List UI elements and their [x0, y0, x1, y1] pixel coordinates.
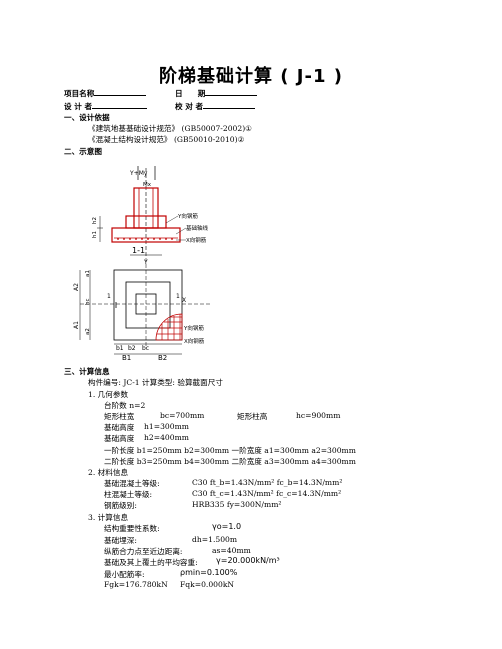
h1-value: h1=300mm — [144, 422, 189, 431]
h2-desc: 基础高度 — [104, 434, 135, 443]
fgk-value: Fgk=176.780kN — [104, 580, 168, 589]
date-blank — [205, 87, 258, 96]
unit-weight-value: γ=20.000kN/m³ — [216, 556, 280, 565]
min-ratio-label: 最小配筋率: — [104, 570, 145, 579]
plan-view: Y X Y向钢筋 X向钢筋 1 1 A2 A1 a1 hc a2 b1 b2 b — [73, 258, 210, 362]
page-title: 阶梯基础计算 ( J-1 ) — [159, 66, 343, 87]
geometry-heading: 1. 几何参数 — [88, 390, 129, 399]
date-label: 日 期 — [175, 87, 258, 99]
b2-cap-label: B2 — [158, 354, 167, 362]
hc-label: hc — [85, 298, 91, 305]
y-bars-note-section: Y向钢筋 — [177, 212, 198, 220]
axis-note: 基础轴线 — [186, 224, 209, 232]
a2-cap-label: A2 — [73, 283, 80, 291]
cover-value: as=40mm — [212, 546, 251, 555]
fqk-value: Fqk=0.000kN — [180, 580, 235, 589]
a1-cap-label: A1 — [73, 321, 80, 329]
foundation-diagram: Y+My Mx h1 h2 Y向钢筋 基础轴线 X向钢筋 1-1 — [73, 166, 210, 362]
a1-label: a1 — [85, 270, 91, 277]
steps-count: 台阶数 n=2 — [104, 401, 146, 410]
h1-label: h1 — [92, 231, 98, 238]
col-concrete-value: C30 ft_c=1.43N/mm² fc_c=14.3N/mm² — [192, 489, 342, 498]
x-bars-note-section: X向钢筋 — [186, 236, 207, 244]
calc-info-heading: 3. 计算信息 — [88, 513, 129, 522]
section-diagram: 二、示意图 — [64, 147, 102, 156]
x-bars-note-plan: X向钢筋 — [184, 337, 205, 345]
h2-label: h2 — [92, 217, 98, 224]
project-name-label: 项目名称 — [64, 87, 147, 99]
ymy-label: Y+My — [129, 170, 148, 177]
importance-value: γo=1.0 — [212, 522, 242, 531]
section-mark-left: 1 — [107, 293, 111, 300]
reference-1: 《建筑地基基础设计规范》 (GB50007-2002)① — [88, 124, 252, 133]
step2-dims: 二阶长度 b3=250mm b4=300mm 二阶宽度 a3=300mm a4=… — [104, 457, 356, 466]
steel-grade-value: HRB335 fy=300N/mm² — [192, 500, 282, 509]
section-title: 1-1 — [132, 246, 145, 255]
depth-label: 基础埋深: — [104, 536, 137, 545]
y-axis-label: Y — [143, 259, 148, 266]
project-name-blank — [94, 87, 147, 96]
unit-weight-label: 基础及其上覆土的平均容重: — [104, 558, 198, 567]
b2-label: b2 — [128, 345, 136, 352]
steel-grade-label: 钢筋级别: — [104, 501, 137, 510]
section-mark-right: 1 — [176, 293, 180, 300]
component-id-line: 构件编号: JC-1 计算类型: 验算截面尺寸 — [88, 378, 223, 387]
designer-label: 设 计 者 — [64, 100, 148, 112]
bc-label: bc — [142, 345, 149, 352]
checker-blank — [203, 100, 256, 109]
col-concrete-label: 柱混凝土等级: — [104, 490, 153, 499]
cover-label: 纵筋合力点至近边距离: — [104, 547, 183, 556]
a2-label: a2 — [85, 328, 91, 335]
step1-dims: 一阶长度 b1=250mm b2=300mm 一阶宽度 a1=300mm a2=… — [104, 446, 356, 455]
checker-label: 校 对 者 — [175, 100, 256, 112]
material-heading: 2. 材料信息 — [88, 468, 129, 477]
base-concrete-label: 基础混凝土等级: — [104, 479, 160, 488]
section-view: Y+My Mx h1 h2 Y向钢筋 基础轴线 X向钢筋 — [92, 166, 209, 258]
base-concrete-value: C30 ft_b=1.43N/mm² fc_b=14.3N/mm² — [192, 478, 343, 487]
min-ratio-value: ρmin=0.100% — [180, 568, 238, 577]
reference-2: 《混凝土结构设计规范》 (GB50010-2010)② — [88, 135, 245, 144]
x-axis-label: X — [182, 297, 186, 304]
h2-value: h2=400mm — [144, 433, 189, 442]
h1-desc: 基础高度 — [104, 423, 135, 432]
col-height-value: hc=900mm — [296, 411, 341, 420]
y-bars-note-plan: Y向钢筋 — [183, 324, 204, 332]
importance-label: 结构重要性系数: — [104, 524, 160, 533]
col-width-value: bc=700mm — [160, 411, 205, 420]
section-calc-info: 三、计算信息 — [64, 367, 110, 376]
designer-blank — [92, 100, 148, 109]
section-design-basis: 一、设计依据 — [64, 113, 110, 122]
mx-label: Mx — [143, 182, 152, 188]
depth-value: dh=1.500m — [192, 535, 238, 544]
col-width-label: 矩形柱宽 — [104, 412, 135, 421]
b1-cap-label: B1 — [122, 354, 131, 362]
b1-label: b1 — [116, 345, 124, 352]
col-height-label: 矩形柱高 — [237, 412, 268, 421]
